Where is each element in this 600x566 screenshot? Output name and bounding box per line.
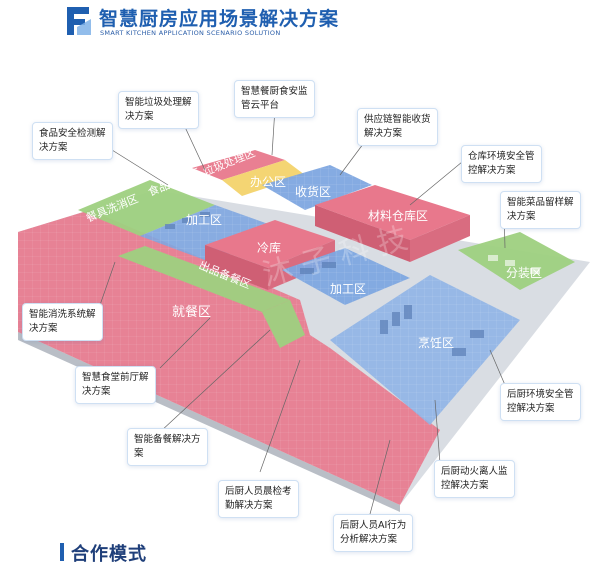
kitchen-floor-plan: 餐具洗消区 食品检验区 垃圾处理区 办公区 收货区 材料仓库区 加工区 冷库 加…: [18, 107, 590, 515]
callout-meal-prep: 智能备餐解决方 案: [127, 428, 208, 466]
page-title: 智慧厨房应用场景解决方案: [99, 8, 340, 30]
callout-morning-check: 后厨人员晨检考 勤解决方案: [218, 480, 299, 518]
zone-label-office: 办公区: [250, 174, 286, 189]
zone-cold-storage: [205, 220, 335, 268]
page-header: 智慧厨房应用场景解决方案 SMART KITCHEN APPLICATION S…: [0, 0, 600, 46]
zone-label-cooking: 烹饪区: [418, 335, 454, 350]
callout-warehouse-env: 仓库环境安全管 控解决方案: [461, 145, 542, 183]
zone-label-processing-2: 加工区: [330, 282, 366, 296]
zone-office: [222, 160, 305, 196]
callout-supervision-cloud: 智慧餐厨食安监 管云平台: [234, 80, 315, 118]
callout-sample-retention: 智能菜品留样解 决方案: [500, 191, 581, 229]
callout-canteen-front: 智慧食堂前厅解 决方案: [75, 366, 156, 404]
zone-material-storage: [315, 185, 470, 240]
brand-logo-icon: [67, 7, 91, 35]
page-subtitle: SMART KITCHEN APPLICATION SCENARIO SOLUT…: [100, 29, 281, 37]
section-title-cooperation: 合作模式: [71, 544, 147, 565]
callout-kitchen-env: 后厨环境安全管 控解决方案: [500, 383, 581, 421]
zone-serving: [118, 246, 290, 312]
zone-washing: [78, 180, 215, 236]
zone-label-sorting: 分装区: [506, 266, 542, 280]
zone-label-material-storage: 材料仓库区: [368, 208, 428, 223]
callout-fire-monitor: 后厨动火离人监 控解决方案: [434, 460, 515, 498]
zone-sorting: [458, 232, 575, 290]
zone-label-receiving: 收货区: [295, 184, 331, 199]
zone-garbage: [192, 150, 285, 180]
zone-label-cold-storage: 冷库: [257, 240, 281, 255]
zone-label-processing-1: 加工区: [186, 213, 222, 227]
section-accent-bar: [60, 543, 64, 561]
zone-label-dining: 就餐区: [172, 304, 211, 320]
callout-ai-behavior: 后厨人员AI行为 分析解决方案: [333, 514, 414, 552]
callout-disinfection: 智能消洗系统解 决方案: [22, 303, 103, 341]
callout-supply-chain: 供应链智能收货 解决方案: [357, 108, 438, 146]
callout-food-safety-check: 食品安全检测解 决方案: [32, 122, 113, 160]
callout-garbage-solution: 智能垃圾处理解 决方案: [118, 91, 199, 129]
